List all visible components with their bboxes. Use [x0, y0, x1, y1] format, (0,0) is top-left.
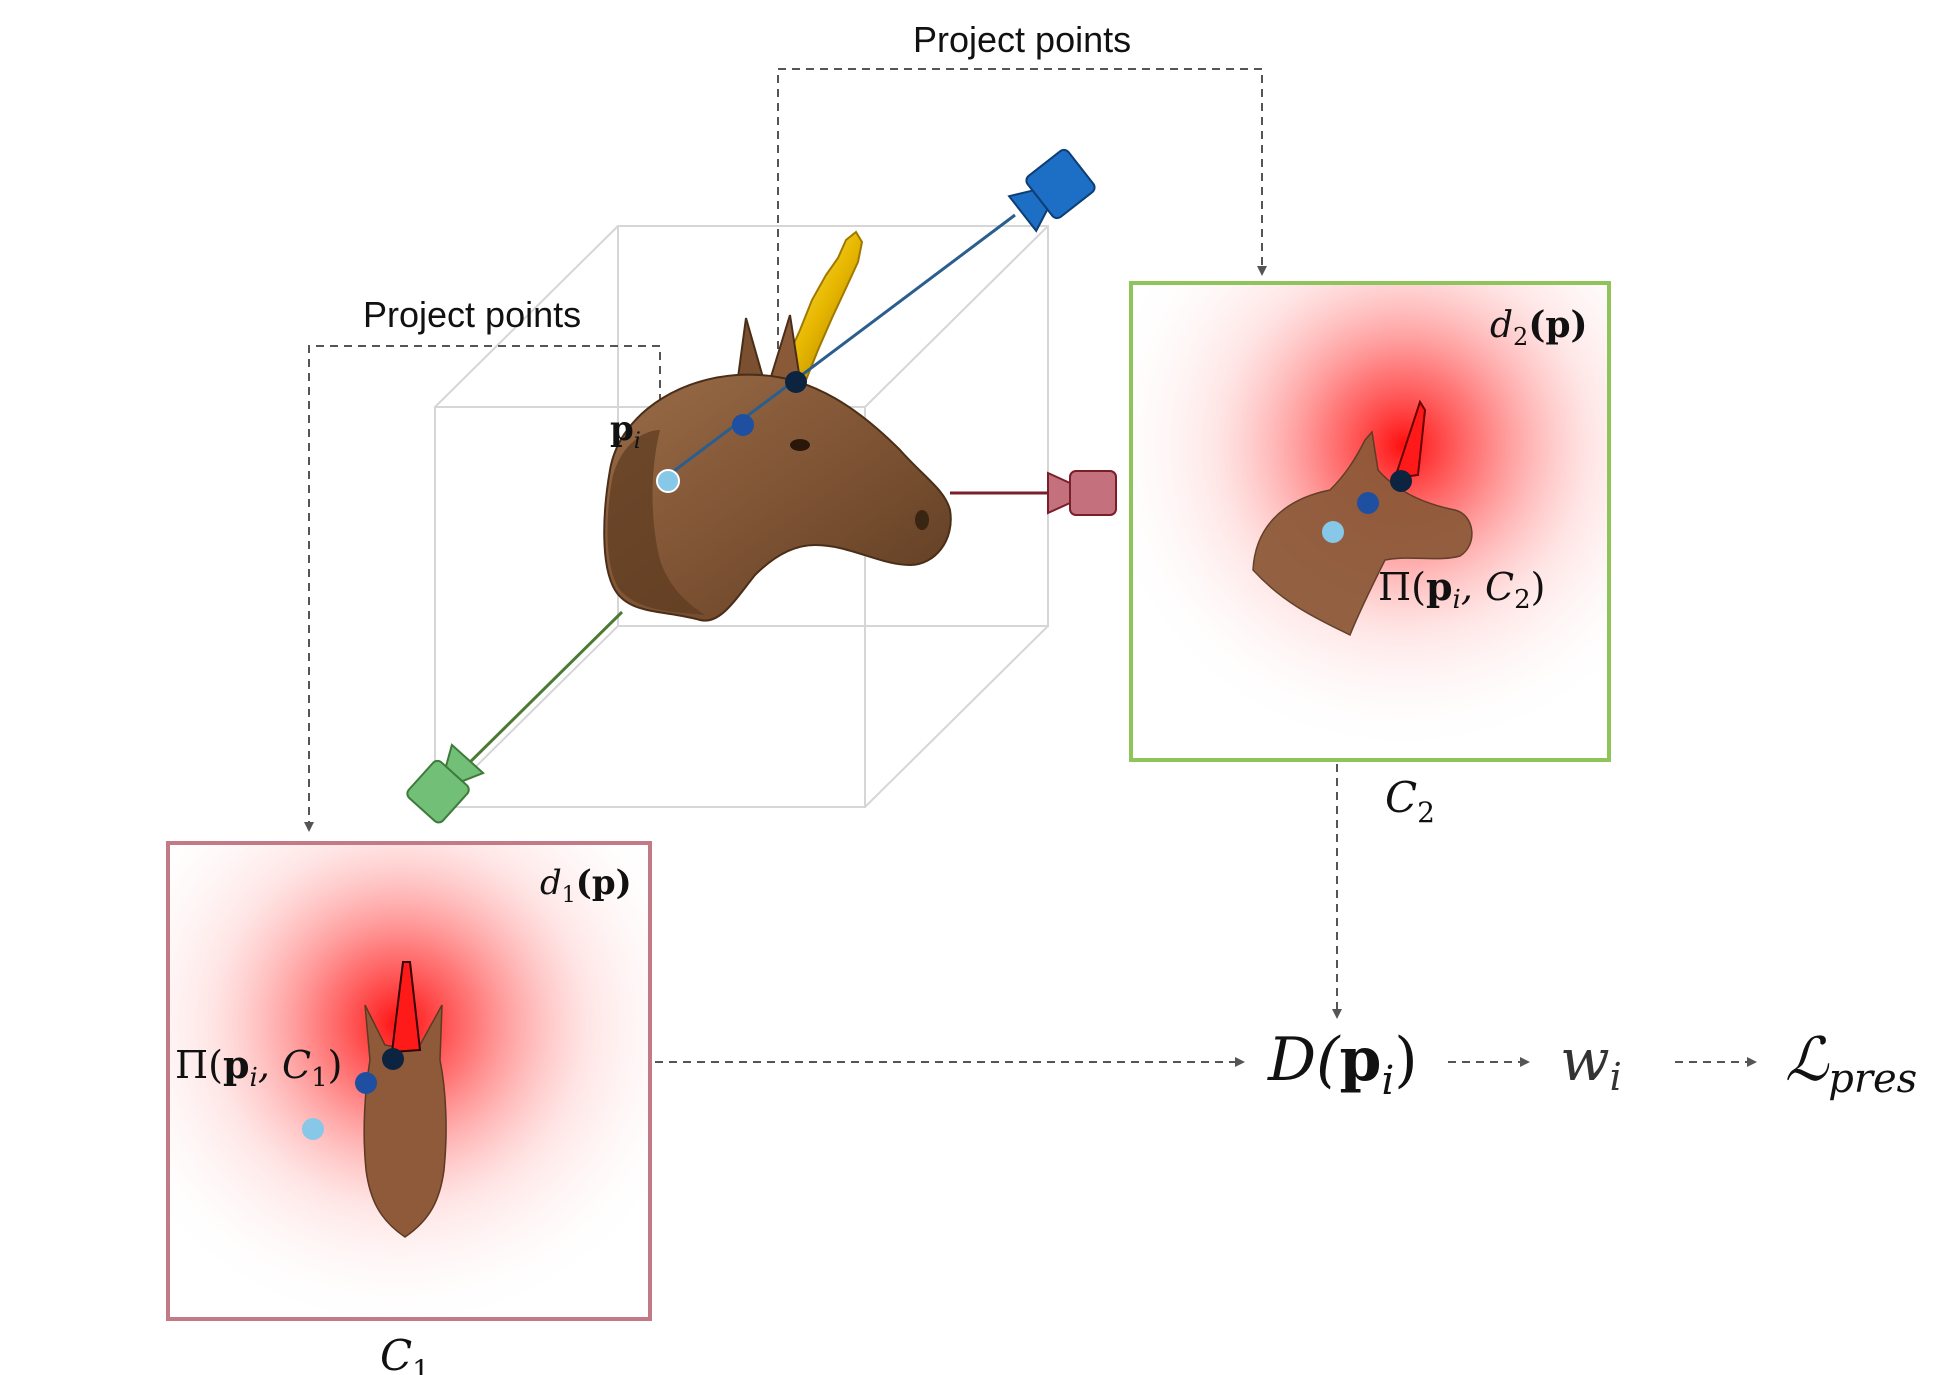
ray-green-camera — [458, 610, 624, 774]
c2-horse-shape — [1252, 430, 1473, 637]
golden-horn — [780, 230, 864, 382]
c1-projected-point-mid — [355, 1072, 377, 1094]
c2-projected-point-light — [1322, 521, 1344, 543]
aggregate-density-label: D(pi) — [1267, 1025, 1418, 1104]
weight-label: wi — [1560, 1026, 1622, 1099]
sample-point-light — [656, 469, 680, 493]
view-panel-c1: d1(p) Π(pi, C1) — [166, 841, 652, 1321]
sample-point-mid — [732, 414, 754, 436]
c1-projected-point-light — [302, 1118, 324, 1140]
c2-projected-point-mid — [1357, 492, 1379, 514]
sample-point-dark — [785, 371, 807, 393]
unicorn-head-3d — [603, 230, 952, 622]
c1-red-horn — [390, 961, 422, 1054]
point-label-pi: pi — [610, 409, 641, 454]
red-camera-icon — [1047, 470, 1117, 516]
c2-projected-point-dark — [1390, 470, 1412, 492]
c1-density-label: d1(p) — [540, 863, 632, 908]
camera-label-c2: C2 — [1385, 773, 1435, 829]
c2-density-label: d2(p) — [1490, 304, 1588, 351]
c1-projection-label: Π(pi, C1) — [175, 1042, 342, 1093]
project-arrow-top — [777, 68, 1267, 405]
horse-eye — [790, 439, 810, 451]
camera-label-c1: C1 — [380, 1331, 430, 1375]
green-camera-icon — [406, 743, 485, 824]
right-ear — [768, 314, 802, 381]
project-points-label-left: Project points — [363, 294, 581, 335]
c1-projected-point-dark — [382, 1048, 404, 1070]
ray-blue-camera — [661, 213, 1016, 482]
view-panel-c2: d2(p) Π(pi, C2) — [1129, 281, 1611, 762]
horse-nostril — [915, 510, 929, 530]
head-shape — [603, 373, 952, 622]
loss-label: ℒpres — [1785, 1025, 1917, 1102]
project-points-label-top: Project points — [913, 19, 1131, 60]
c2-projection-label: Π(pi, C2) — [1378, 564, 1545, 615]
blue-camera-icon — [1007, 148, 1096, 233]
project-arrow-left — [304, 345, 661, 832]
mane — [607, 430, 705, 615]
